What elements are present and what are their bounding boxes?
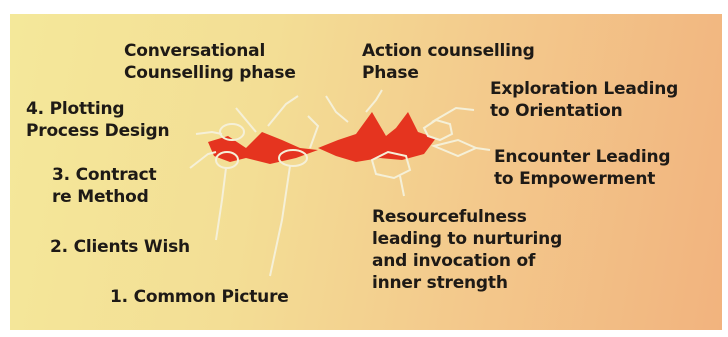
label-encounter: Encounter Leading to Empowerment: [494, 146, 670, 190]
left-top-ellipse: [220, 124, 244, 140]
left-red-shape: [208, 132, 318, 164]
line-clients-wish: [216, 168, 226, 240]
label-conversational: Conversational Counselling phase: [124, 40, 296, 84]
label-contract: 3. Contract re Method: [52, 164, 156, 208]
line-encounter: [476, 148, 490, 150]
label-exploration: Exploration Leading to Orientation: [490, 78, 678, 122]
top-right-hexagon: [424, 120, 452, 140]
line-conversational-2: [268, 96, 298, 126]
label-clients-wish: 2. Clients Wish: [50, 236, 190, 258]
line-contract: [190, 152, 216, 168]
line-resourcefulness: [400, 176, 404, 196]
line-action: [326, 96, 348, 122]
label-resourcefulness: Resourcefulness leading to nurturing and…: [372, 206, 562, 294]
label-plotting: 4. Plotting Process Design: [26, 98, 169, 142]
red-band: [208, 112, 436, 164]
right-arrow-shape: [434, 140, 476, 156]
center-red-shape: [318, 112, 436, 162]
line-common-picture: [270, 166, 290, 276]
label-common-picture: 1. Common Picture: [110, 286, 289, 308]
line-action-2: [366, 90, 382, 112]
line-conversational: [236, 108, 256, 132]
line-plotting: [196, 132, 222, 134]
line-center-top: [308, 116, 318, 148]
